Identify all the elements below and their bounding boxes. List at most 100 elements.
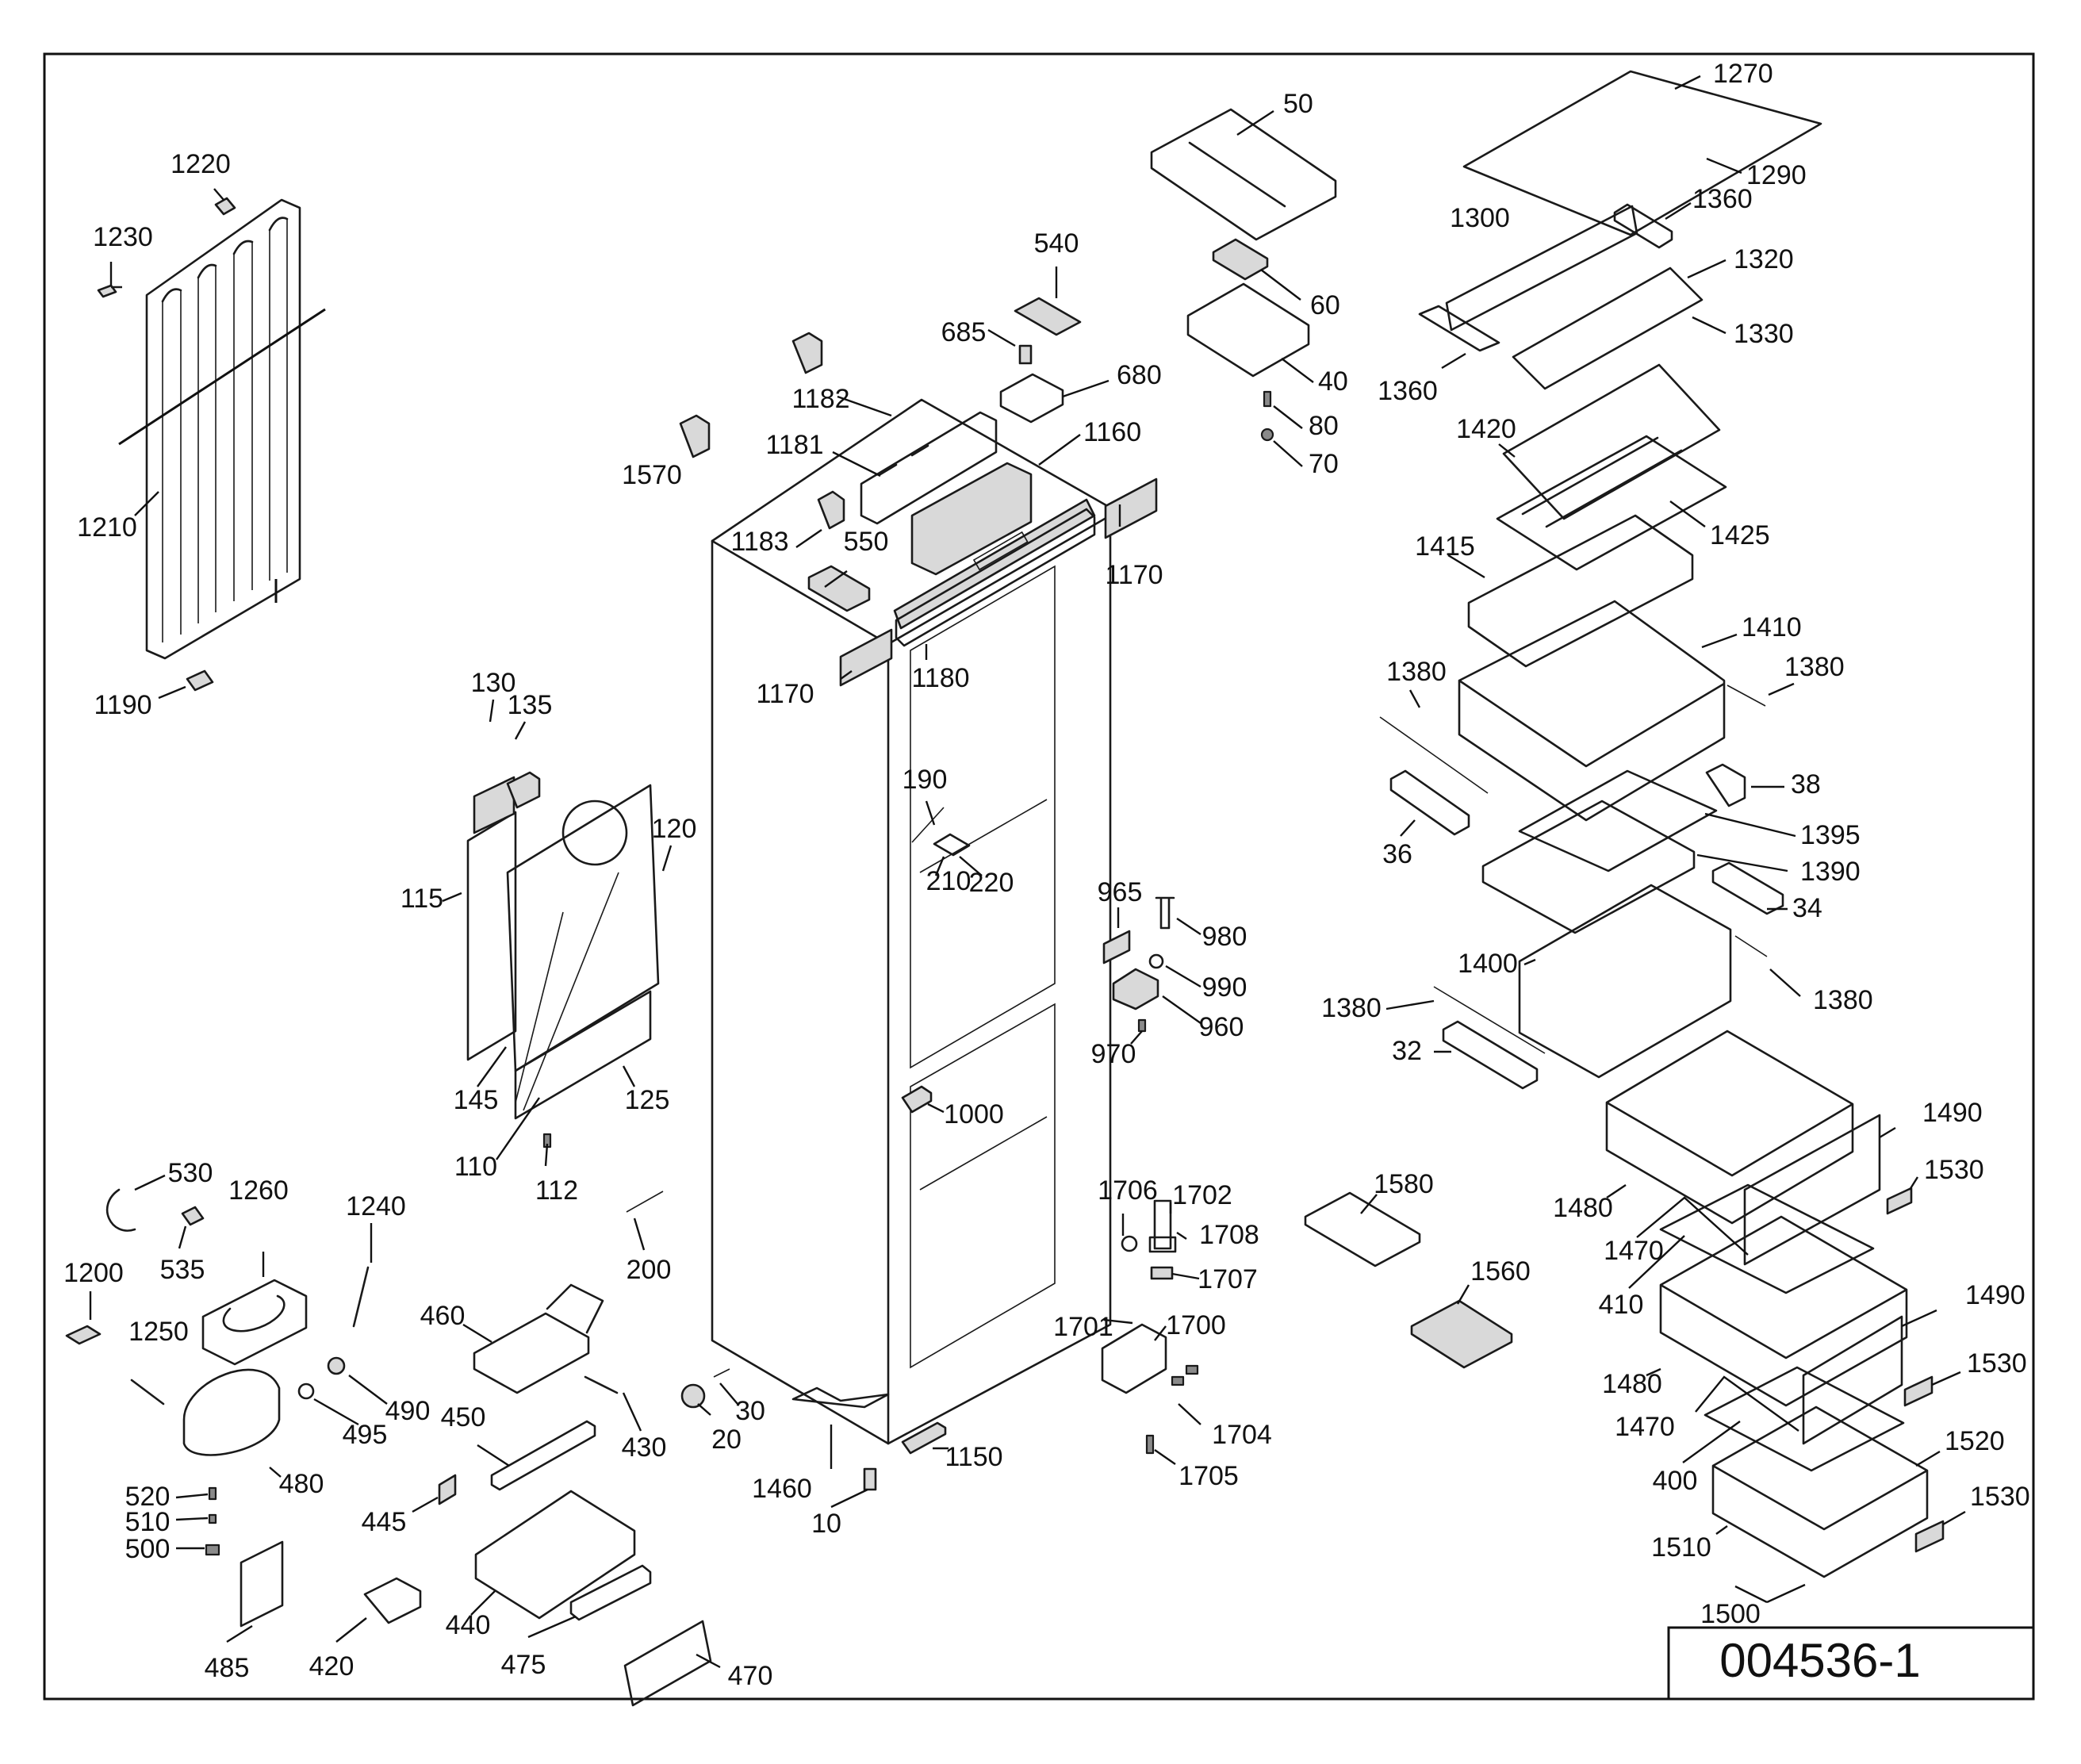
callout-label: 1380	[1813, 985, 1873, 1015]
part-1460	[791, 1386, 890, 1409]
callout-label: 1400	[1458, 949, 1518, 979]
callout-label: 490	[385, 1396, 431, 1426]
part-1480-lower	[1659, 1215, 1908, 1407]
part-80	[1263, 390, 1272, 408]
part-1190	[186, 669, 214, 692]
document-number: 004536-1	[1719, 1634, 1921, 1687]
callout-label: 510	[125, 1507, 171, 1537]
part-680	[999, 373, 1064, 424]
callout-label: 1520	[1945, 1426, 2005, 1456]
part-535	[181, 1206, 205, 1226]
callout-label: 1230	[93, 222, 153, 252]
part-10	[863, 1467, 877, 1491]
callout-label: 1183	[730, 527, 788, 557]
callout-label: 1320	[1734, 244, 1794, 274]
part-34	[1711, 861, 1784, 915]
callout-label: 450	[441, 1402, 486, 1432]
callout-label: 1360	[1692, 184, 1753, 214]
callout-label: 1705	[1178, 1461, 1239, 1491]
part-1420	[1502, 363, 1721, 520]
part-1480-upper	[1605, 1030, 1854, 1225]
callout-label: 70	[1309, 449, 1339, 479]
callout-label: 1260	[228, 1175, 289, 1206]
part-430	[584, 1375, 619, 1394]
part-1580	[1304, 1191, 1421, 1267]
callout-label: 445	[362, 1507, 407, 1537]
callout-label: 1530	[1970, 1482, 2030, 1512]
callout-label: 1150	[945, 1442, 1002, 1472]
part-1707	[1150, 1266, 1174, 1280]
part-1183	[817, 490, 845, 530]
callout-label: 1707	[1198, 1264, 1258, 1294]
callout-label: 1702	[1172, 1180, 1232, 1210]
callout-label: 1330	[1734, 319, 1794, 349]
callout-label: 1160	[1083, 417, 1141, 447]
callout-label: 130	[471, 668, 516, 698]
part-1415	[1467, 514, 1694, 668]
document-number-box: 004536-1	[1667, 1626, 2033, 1699]
callout-label: 32	[1392, 1036, 1422, 1066]
callout-label: 40	[1318, 366, 1348, 397]
part-1530-lower	[1914, 1520, 1945, 1553]
callout-label: 1480	[1602, 1369, 1662, 1399]
callout-label: 495	[343, 1420, 388, 1450]
callout-label: 80	[1309, 411, 1339, 441]
part-1705	[1145, 1434, 1155, 1455]
condenser-illustration	[118, 198, 326, 660]
callout-label: 1182	[791, 384, 849, 414]
part-30	[713, 1368, 730, 1378]
callout-label: 60	[1310, 290, 1340, 320]
part-32	[1442, 1020, 1539, 1090]
part-1560	[1410, 1299, 1513, 1369]
part-1200	[65, 1325, 102, 1345]
part-450	[490, 1420, 596, 1491]
callout-label: 1210	[77, 512, 137, 543]
callout-label: 1570	[622, 460, 682, 490]
part-60	[1212, 238, 1269, 281]
callout-label: 20	[711, 1425, 742, 1455]
callout-label: 1500	[1700, 1599, 1761, 1629]
part-1300	[1445, 205, 1638, 332]
callout-label: 190	[903, 765, 948, 795]
callout-label: 10	[811, 1509, 841, 1539]
callout-label: 1480	[1553, 1193, 1613, 1223]
part-1410	[1458, 600, 1726, 822]
callout-label: 135	[508, 690, 553, 720]
callout-label: 210	[926, 866, 972, 896]
callout-label: 1470	[1604, 1236, 1664, 1266]
part-1360-left	[1418, 305, 1500, 352]
callout-label: 960	[1199, 1012, 1244, 1042]
callout-label: 1560	[1470, 1256, 1531, 1287]
part-1700	[1101, 1323, 1167, 1394]
part-1380-right-top	[1727, 685, 1766, 707]
callout-label: 980	[1202, 922, 1247, 952]
part-1230	[97, 284, 122, 298]
part-38	[1705, 763, 1746, 807]
callout-label: 112	[535, 1175, 578, 1206]
callout-label: 500	[125, 1534, 171, 1564]
callout-label: 1250	[128, 1317, 189, 1347]
callout-label: 530	[168, 1158, 213, 1188]
part-1170-left	[839, 628, 893, 687]
callout-label: 540	[1034, 228, 1079, 259]
callout-label: 125	[625, 1085, 670, 1115]
callout-label: 965	[1098, 877, 1143, 907]
callout-label: 1300	[1450, 203, 1510, 233]
callout-label: 970	[1091, 1039, 1136, 1069]
part-965	[1102, 930, 1131, 964]
part-1360-right	[1613, 203, 1673, 249]
callout-label: 1490	[1965, 1280, 2025, 1310]
part-1380-left-mid	[1433, 986, 1546, 1054]
callout-label: 1425	[1710, 520, 1770, 550]
part-1181	[860, 411, 998, 525]
part-1400	[1518, 884, 1732, 1079]
part-990	[1148, 953, 1164, 969]
callout-leaders	[89, 75, 1966, 1669]
part-970	[1137, 1018, 1147, 1033]
callout-label: 30	[735, 1396, 765, 1426]
part-480	[182, 1368, 281, 1456]
callout-label: 990	[1202, 972, 1247, 1003]
callout-label: 680	[1117, 360, 1162, 390]
part-190	[911, 807, 945, 843]
callout-label: 1270	[1713, 59, 1773, 89]
